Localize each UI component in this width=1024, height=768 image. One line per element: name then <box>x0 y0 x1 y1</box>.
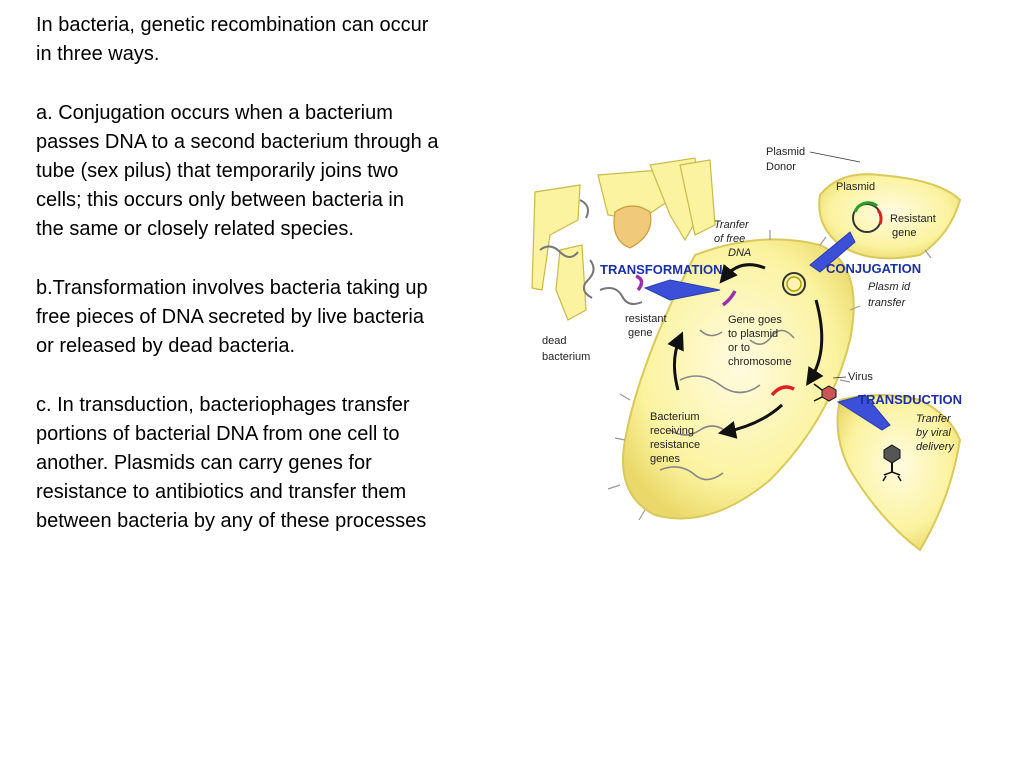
plasmid-label: Plasmid <box>836 181 875 193</box>
transformation-label: TRANSFORMATION <box>600 262 723 277</box>
dead-bacterium-label-2: bacterium <box>542 351 590 363</box>
diagram-canvas: TRANSFORMATION CONJUGATION TRANSDUCTION … <box>531 146 962 552</box>
free-dna-gene <box>635 274 644 292</box>
received-plasmid <box>782 272 806 296</box>
process-arrows <box>635 231 891 431</box>
recombination-diagram: TRANSFORMATION CONJUGATION TRANSDUCTION … <box>520 140 990 560</box>
dead-bacterium-fragments <box>531 157 716 321</box>
plasmid-donor-label-1: Plasmid <box>766 146 805 158</box>
conjugation-arrow-icon <box>809 231 856 273</box>
plasmid-donor-label-2: Donor <box>766 161 796 173</box>
receiving-label-4: genes <box>650 453 680 465</box>
resistant-gene-label-1: Resistant <box>890 213 936 225</box>
transformation-paragraph: b.Transformation involves bacteria takin… <box>36 276 428 358</box>
resistant-gene-left-label-1: resistant <box>625 313 667 325</box>
gene-goes-label-4: chromosome <box>728 356 792 368</box>
resistant-gene-red <box>770 385 795 397</box>
resistant-gene-inside <box>721 290 737 307</box>
intro-paragraph: In bacteria, genetic recombination can o… <box>36 14 429 66</box>
transduction-bacterium <box>813 383 962 552</box>
transfer-free-dna-label-2: of free <box>714 233 745 245</box>
transfer-free-dna-label-3: DNA <box>728 247 751 259</box>
transduction-label: TRANSDUCTION <box>858 392 962 407</box>
resistant-gene-label-2: gene <box>892 227 916 239</box>
transduction-arrow-icon <box>836 394 891 431</box>
resistant-gene-left-label-2: gene <box>628 327 652 339</box>
receiving-bacterium <box>607 230 861 521</box>
gene-goes-label-3: or to <box>728 342 750 354</box>
virus-icon <box>882 444 902 482</box>
gene-goes-label-2: to plasmid <box>728 328 778 340</box>
transformation-arrow-icon <box>643 279 721 301</box>
gene-goes-label-1: Gene goes <box>728 314 782 326</box>
dead-cell-nucleoid <box>613 205 652 249</box>
slide-text: In bacteria, genetic recombination can o… <box>36 11 511 566</box>
receiving-label-3: resistance <box>650 439 700 451</box>
receiving-label-1: Bacterium <box>650 411 700 423</box>
transfer-viral-label-2: by viral <box>916 427 951 439</box>
virus-label: Virus <box>848 371 873 383</box>
plasmid-transfer-label-2: transfer <box>868 297 907 309</box>
receiving-label-2: receiving <box>650 425 694 437</box>
attaching-virus-icon <box>813 383 837 402</box>
dead-bacterium-label-1: dead <box>542 335 566 347</box>
transfer-viral-label-1: Tranfer <box>916 413 952 425</box>
conjugation-label: CONJUGATION <box>826 261 921 276</box>
plasmid-transfer-label-1: Plasm id <box>868 281 911 293</box>
transduction-paragraph: c. In transduction, bacteriophages trans… <box>36 393 427 533</box>
transfer-viral-label-3: delivery <box>916 441 955 453</box>
transfer-free-dna-label-1: Tranfer <box>714 219 750 231</box>
conjugation-paragraph: a. Conjugation occurs when a bacterium p… <box>36 101 439 241</box>
